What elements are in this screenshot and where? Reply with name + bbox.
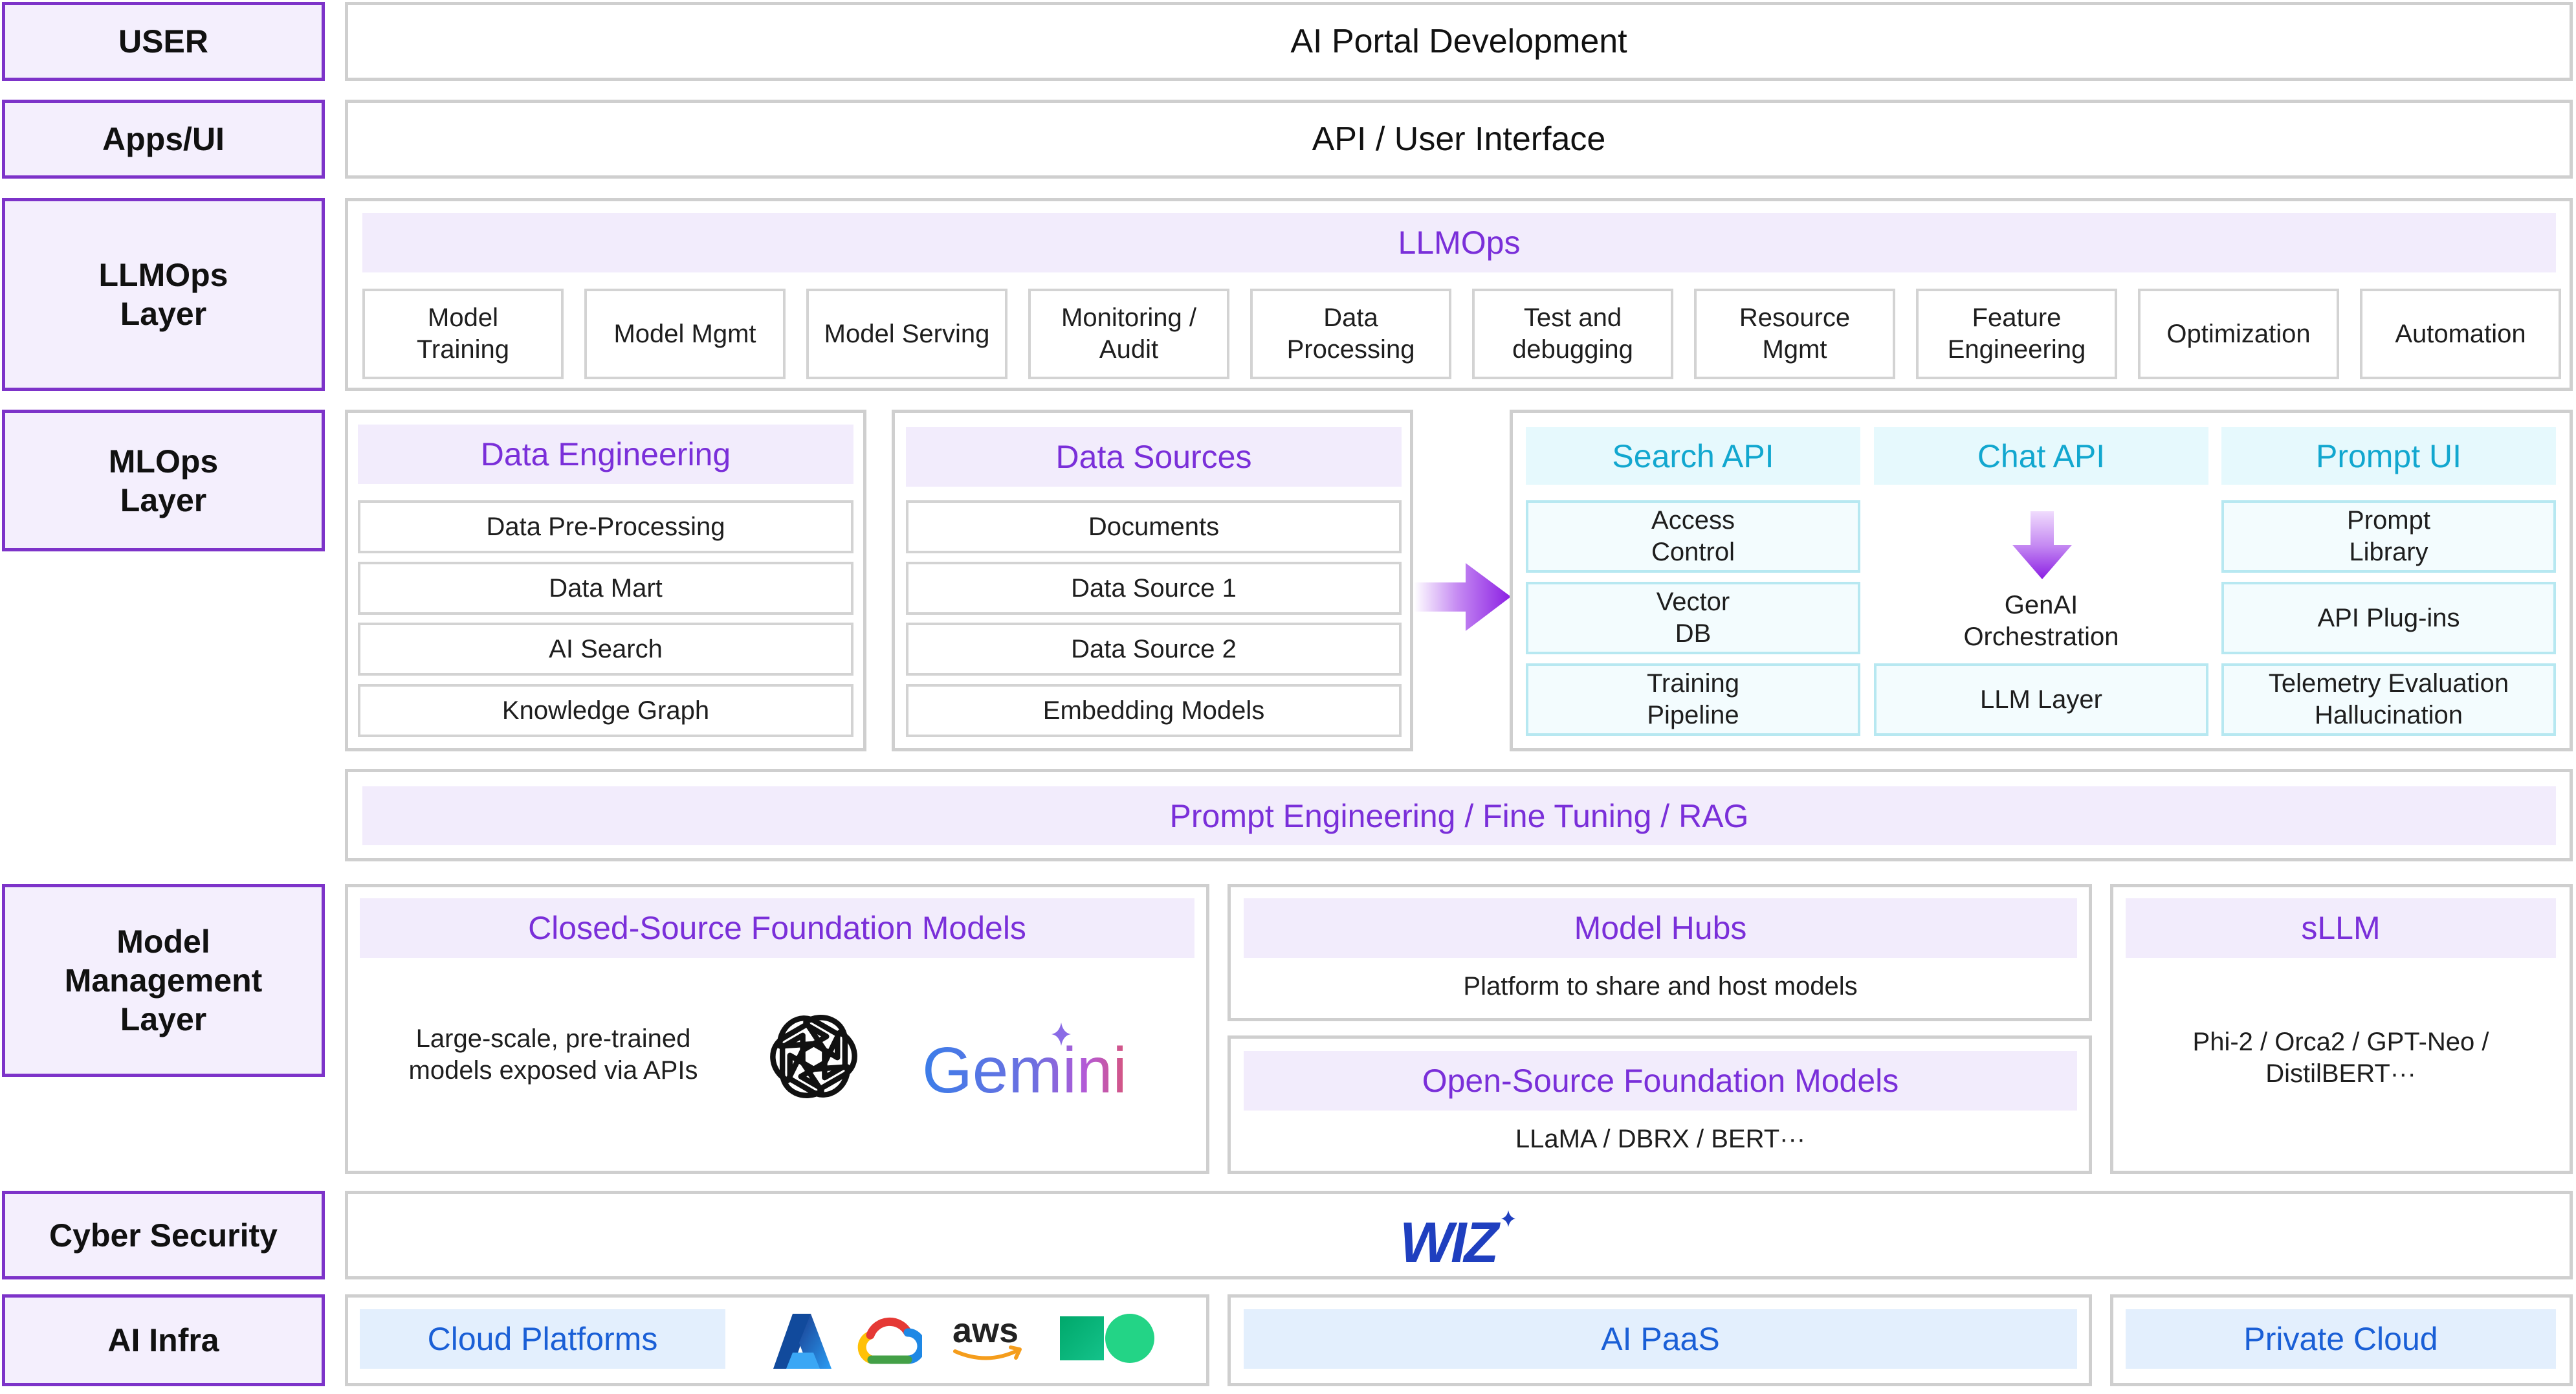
aws-wordmark: aws xyxy=(952,1311,1018,1350)
openai-logo-icon xyxy=(767,1010,861,1103)
model-hubs-title: Model Hubs xyxy=(1244,898,2077,958)
arrow-down-icon xyxy=(2012,511,2072,579)
layer-label-apps: Apps/UI xyxy=(2,100,325,179)
data-sources-item: Embedding Models xyxy=(906,684,1402,737)
prompt-engineering-band: Prompt Engineering / Fine Tuning / RAG xyxy=(362,786,2556,845)
llmops-item: Test and debugging xyxy=(1472,289,1673,379)
user-row-text: AI Portal Development xyxy=(1290,23,1627,60)
open-models-desc: LLaMA / DBRX / BERT··· xyxy=(1515,1124,1806,1153)
prompt-ui-item: Telemetry Evaluation Hallucination xyxy=(2221,663,2556,736)
llmops-item: Feature Engineering xyxy=(1916,289,2117,379)
llmops-title: LLMOps xyxy=(362,213,2556,272)
ai-paas-title: AI PaaS xyxy=(1244,1309,2077,1369)
llmops-item: Model Serving xyxy=(806,289,1007,379)
data-engineering-item: Knowledge Graph xyxy=(358,684,853,737)
apps-row-text: API / User Interface xyxy=(1312,120,1606,158)
layer-label-mlops: MLOps Layer xyxy=(2,410,325,551)
llmops-item: Optimization xyxy=(2138,289,2339,379)
gemini-wordmark: Gemini xyxy=(922,1034,1127,1107)
layer-label-model-management: Model Management Layer xyxy=(2,884,325,1077)
llmops-item: Data Processing xyxy=(1250,289,1451,379)
data-sources-title: Data Sources xyxy=(906,427,1402,487)
prompt-ui-item: API Plug-ins xyxy=(2221,582,2556,654)
search-api-item: Access Control xyxy=(1526,500,1860,573)
private-cloud-title: Private Cloud xyxy=(2126,1309,2556,1369)
wiz-logo-icon: WIZ xyxy=(1394,1205,1524,1274)
aws-logo-icon: aws xyxy=(950,1309,1028,1367)
search-api-title: Search API xyxy=(1526,427,1860,485)
llmops-item: Monitoring / Audit xyxy=(1028,289,1229,379)
layer-label-user: USER xyxy=(2,2,325,81)
layer-label-ai-infra: AI Infra xyxy=(2,1294,325,1386)
google-cloud-logo-icon xyxy=(857,1317,926,1366)
data-engineering-item: AI Search xyxy=(358,623,853,676)
data-sources-item: Documents xyxy=(906,500,1402,553)
closed-models-desc: Large-scale, pre-trained models exposed … xyxy=(408,1024,698,1085)
search-api-item: Training Pipeline xyxy=(1526,663,1860,736)
azure-logo-icon xyxy=(773,1314,831,1369)
llm-layer: LLM Layer xyxy=(1874,663,2208,736)
other-cloud-logo-icon xyxy=(1056,1312,1160,1364)
genai-orchestration: GenAI Orchestration xyxy=(1963,591,2119,651)
wiz-wordmark: WIZ xyxy=(1400,1210,1501,1270)
open-models-title: Open-Source Foundation Models xyxy=(1244,1051,2077,1111)
data-sources-item: Data Source 2 xyxy=(906,623,1402,676)
cyber-security-frame xyxy=(345,1191,2573,1279)
gemini-logo-icon: Gemini xyxy=(916,1016,1136,1107)
search-api-item: Vector DB xyxy=(1526,582,1860,654)
cloud-platforms-title: Cloud Platforms xyxy=(360,1309,725,1369)
llmops-item: Resource Mgmt xyxy=(1694,289,1895,379)
arrow-right-icon xyxy=(1414,563,1511,631)
apps-row: API / User Interface xyxy=(345,100,2573,179)
llmops-item: Model Training xyxy=(362,289,564,379)
llmops-item: Model Mgmt xyxy=(584,289,786,379)
model-hubs-desc: Platform to share and host models xyxy=(1463,971,1858,1001)
data-engineering-title: Data Engineering xyxy=(358,425,853,484)
data-sources-item: Data Source 1 xyxy=(906,562,1402,615)
closed-models-title: Closed-Source Foundation Models xyxy=(360,898,1194,958)
data-engineering-item: Data Pre-Processing xyxy=(358,500,853,553)
prompt-ui-item: Prompt Library xyxy=(2221,500,2556,573)
prompt-ui-title: Prompt UI xyxy=(2221,427,2556,485)
data-engineering-item: Data Mart xyxy=(358,562,853,615)
layer-label-llmops: LLMOps Layer xyxy=(2,198,325,391)
user-row: AI Portal Development xyxy=(345,2,2573,81)
sllm-title: sLLM xyxy=(2126,898,2556,958)
llmops-item: Automation xyxy=(2360,289,2561,379)
chat-api-title: Chat API xyxy=(1874,427,2208,485)
layer-label-cyber-security: Cyber Security xyxy=(2,1191,325,1279)
sllm-desc: Phi-2 / Orca2 / GPT-Neo / DistilBERT··· xyxy=(2192,1028,2489,1088)
